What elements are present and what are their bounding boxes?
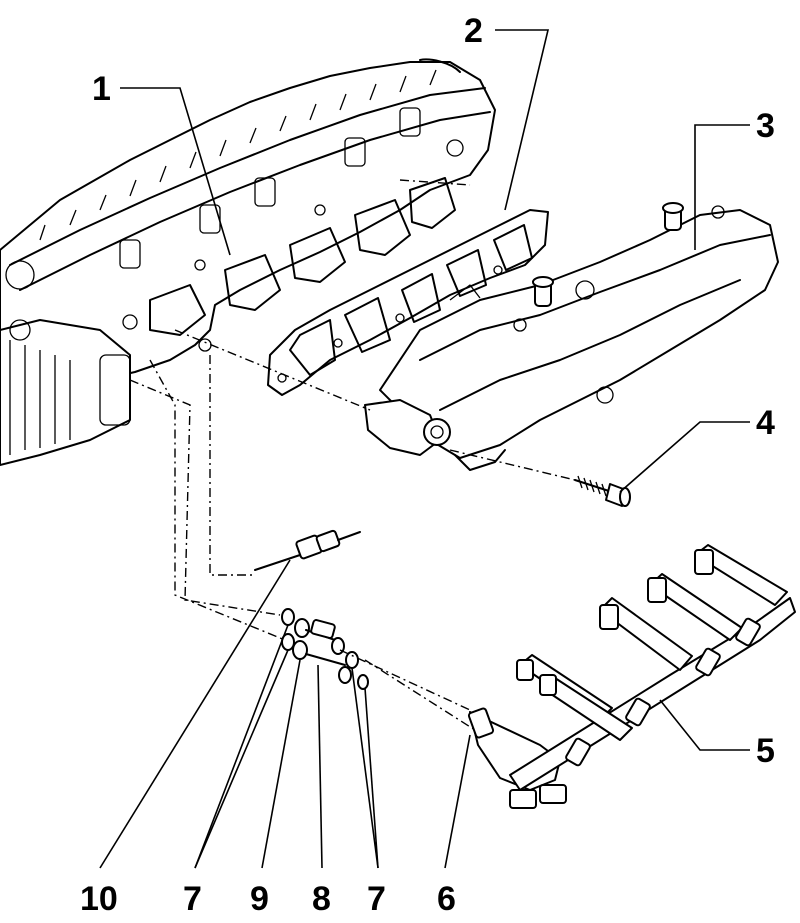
alignment-line bbox=[129, 379, 281, 616]
fuel-rail-assembly bbox=[467, 544, 796, 809]
callout-4: 4 bbox=[756, 404, 775, 442]
callout-1: 1 bbox=[92, 70, 111, 108]
callout-9: 9 bbox=[250, 880, 269, 918]
alignment-line bbox=[149, 359, 286, 641]
alignment-line bbox=[174, 329, 371, 411]
seal-washers-and-pipe bbox=[281, 608, 369, 690]
callout-7-right: 7 bbox=[367, 880, 386, 918]
glow-plug bbox=[254, 529, 361, 571]
alignment-line bbox=[339, 649, 471, 711]
callout-6: 6 bbox=[437, 880, 456, 918]
manifold-bolt bbox=[574, 475, 631, 507]
intake-gasket bbox=[267, 209, 549, 396]
callout-8: 8 bbox=[312, 880, 331, 918]
leader-lines bbox=[99, 29, 750, 869]
alignment-line bbox=[209, 355, 255, 576]
callout-10: 10 bbox=[80, 880, 118, 918]
intake-manifold bbox=[364, 202, 779, 471]
cylinder-head bbox=[0, 58, 496, 466]
alignment-line bbox=[399, 179, 471, 186]
callout-2: 2 bbox=[464, 12, 483, 50]
callout-3: 3 bbox=[756, 107, 775, 145]
callout-5: 5 bbox=[756, 732, 775, 770]
callout-7-left: 7 bbox=[183, 880, 202, 918]
alignment-line bbox=[449, 449, 576, 481]
alignment-line bbox=[364, 659, 476, 731]
